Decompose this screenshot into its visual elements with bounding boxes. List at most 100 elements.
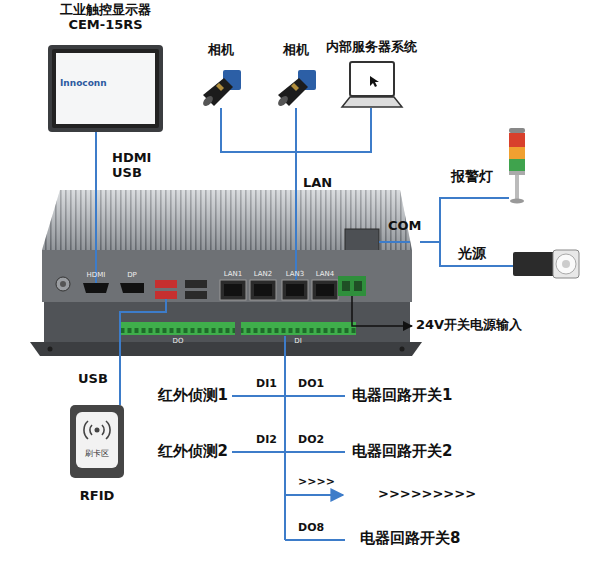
industrial-pc-part — [250, 280, 276, 300]
alarm-tower-part — [510, 199, 524, 204]
dio-wire-part — [284, 336, 286, 540]
light-source — [513, 250, 579, 278]
rfid-reader: 刷卡区RFID — [70, 405, 124, 478]
device-heading: 光源 — [447, 245, 497, 261]
camera-body — [276, 70, 316, 108]
industrial-pc-part — [400, 347, 405, 352]
touch-monitor: 工业触控显示器 CEM-15RSInnoconn — [48, 45, 163, 132]
light-source-part — [556, 254, 576, 274]
rfid-card-part — [95, 428, 100, 433]
port-label: DO — [163, 337, 193, 345]
signal-name: DI1 — [256, 378, 277, 391]
industrial-pc-part — [56, 277, 70, 291]
camera: 相机 — [200, 68, 242, 108]
edge-label: USB — [78, 372, 108, 387]
industrial-pc-part — [155, 280, 177, 288]
industrial-pc-part — [120, 322, 235, 335]
industrial-pc-part — [254, 284, 272, 296]
switch-name: 电器回路开关8 — [360, 530, 460, 547]
device-heading: 内部服务器系统 — [316, 40, 426, 55]
industrial-pc-part — [60, 281, 66, 287]
port-label: HDMI — [81, 271, 111, 279]
ellipsis-mark: >>>>>>>>> — [378, 487, 476, 502]
port-label: LAN3 — [280, 270, 310, 278]
dio-wire-part — [285, 494, 343, 496]
port-wire-part — [120, 299, 166, 356]
port-label: LAN4 — [310, 270, 340, 278]
port-wire — [96, 190, 410, 356]
sensor-name: 红外侦测1 — [148, 387, 228, 404]
alarm-tower-part — [509, 171, 525, 175]
port-label: LAN2 — [248, 270, 278, 278]
signal-name: DO1 — [298, 378, 324, 391]
device-heading: RFID — [70, 489, 124, 504]
industrial-pc-part — [338, 276, 366, 296]
industrial-pc-part — [220, 280, 246, 300]
rfid-card-part — [76, 412, 118, 468]
rfid-card — [70, 405, 124, 478]
light-source-part — [513, 252, 557, 276]
industrial-pc — [30, 190, 422, 356]
dio-wire-part — [232, 451, 345, 453]
rfid-card-part — [106, 421, 110, 439]
laptop — [342, 62, 402, 107]
industrial-pc-part — [286, 284, 304, 296]
device-heading: 工业触控显示器 CEM-15RS — [48, 3, 163, 33]
industrial-pc-part — [185, 280, 207, 288]
dio-wire-part — [232, 395, 345, 397]
alarm-tower-part — [509, 147, 525, 159]
alarm-tower — [509, 128, 525, 204]
camera-body-part — [216, 83, 224, 91]
power-leader — [352, 296, 412, 326]
dio-wire-part — [285, 539, 345, 541]
camera-body — [201, 70, 241, 108]
dio-wire — [232, 336, 345, 540]
touch-monitor-part — [56, 53, 155, 124]
device-heading: 相机 — [271, 43, 321, 58]
industrial-pc-part — [42, 250, 412, 302]
touch-monitor — [48, 45, 163, 132]
laptop-part — [342, 97, 402, 107]
industrial-pc-part — [282, 280, 308, 300]
laptop-part — [370, 76, 379, 87]
alarm-tower-part — [509, 128, 525, 133]
camera-body-part — [201, 94, 214, 107]
alarm-tower-part — [509, 159, 525, 171]
industrial-pc-part — [342, 281, 350, 291]
switch-name: 电器回路开关2 — [352, 443, 452, 460]
laptop-part — [350, 62, 394, 96]
cable-line — [119, 356, 121, 405]
industrial-pc-part — [120, 283, 144, 293]
brand-logo: Innoconn — [60, 78, 140, 88]
switch-name: 电器回路开关1 — [352, 387, 452, 404]
light-source-part — [562, 260, 570, 268]
industrial-pc: HDMIDPLAN1LAN2LAN3LAN4DODI — [35, 190, 420, 356]
port-label: DI — [283, 337, 313, 345]
industrial-pc-part — [185, 291, 207, 299]
industrial-pc-part — [345, 229, 379, 253]
port-wire-part — [95, 190, 97, 283]
rfid-card-part — [84, 421, 88, 439]
sensor-name: 红外侦测2 — [148, 443, 228, 460]
industrial-pc-part — [44, 302, 410, 342]
cable-line — [95, 132, 97, 190]
alarm-tower-part — [515, 175, 519, 200]
industrial-pc-part — [241, 322, 356, 335]
port-label: DP — [117, 271, 147, 279]
industrial-pc-part — [224, 284, 242, 296]
industrial-pc-part — [155, 291, 177, 299]
industrial-pc-part — [30, 342, 422, 356]
edge-label: LAN — [303, 176, 332, 191]
camera-body-part — [276, 94, 289, 107]
industrial-pc-part — [354, 281, 362, 291]
cable-line — [420, 198, 509, 242]
power-input-note: 24V开关电源输入 — [416, 318, 522, 333]
touch-monitor-part — [52, 49, 159, 128]
signal-name: DI2 — [256, 434, 277, 447]
signal-name: DO2 — [298, 434, 324, 447]
device-heading: 报警灯 — [447, 168, 497, 184]
rfid-card-part — [90, 425, 92, 435]
camera-body-part — [291, 83, 299, 91]
edge-label: COM — [388, 219, 422, 234]
